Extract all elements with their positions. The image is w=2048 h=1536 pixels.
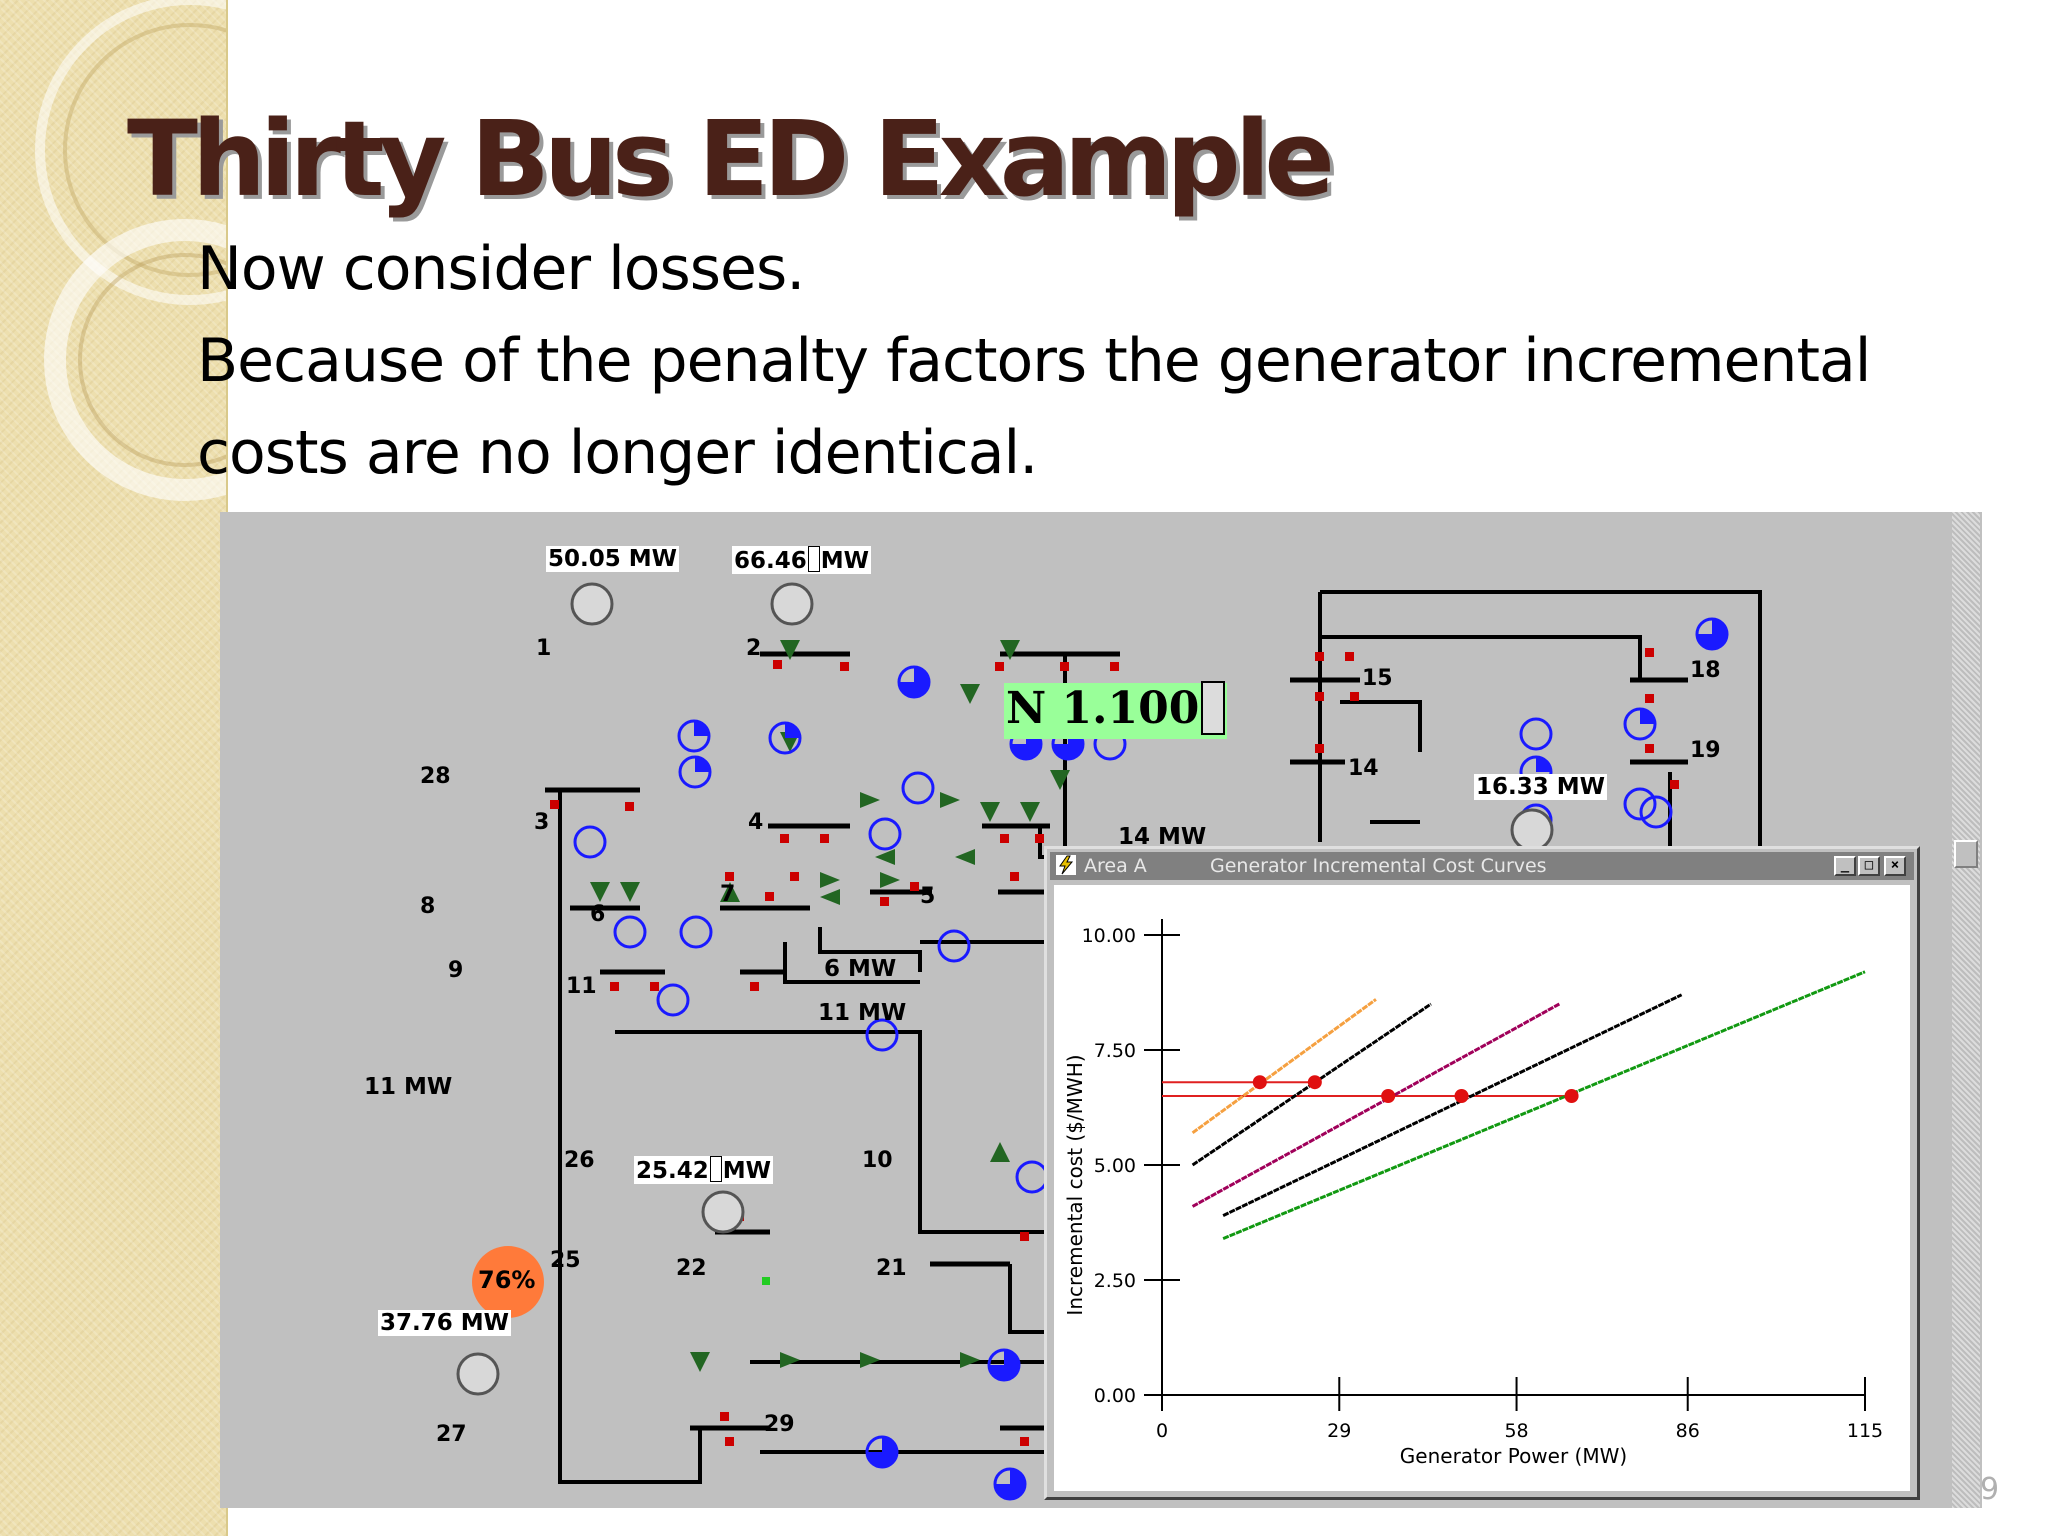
- y-tick-label: 10.00: [1082, 925, 1136, 947]
- cost-curves-window[interactable]: Area A Generator Incremental Cost Curves…: [1044, 846, 1920, 1500]
- series-line-5: [1222, 970, 1866, 1240]
- vertical-scrollbar[interactable]: [1952, 512, 1980, 1508]
- bus-number: 1: [536, 636, 552, 661]
- overload-circle: [472, 1246, 544, 1318]
- bus-number: 7: [720, 882, 736, 907]
- gen-label-bus22-unit: MW: [722, 1158, 772, 1184]
- x-tick-label: 0: [1156, 1420, 1168, 1442]
- window-title: Generator Incremental Cost Curves: [1210, 855, 1547, 877]
- operating-point-1: [1252, 1075, 1267, 1090]
- flow-label-1: 14 MW: [1118, 824, 1207, 850]
- x-tick-label: 58: [1504, 1420, 1528, 1442]
- gen-label-bus18: 16.33 MW: [1474, 774, 1608, 800]
- body-line-1: Now consider losses.: [197, 234, 805, 304]
- voltage-setpoint-value: N 1.100: [1006, 683, 1200, 734]
- incremental-cost-chart: 0.00 2.50 5.00 7.50 10.00 0 29 58 86 115Generator…: [1063, 919, 1883, 1468]
- voltage-setpoint[interactable]: N 1.100: [1004, 680, 1228, 739]
- slide-number: 9: [1980, 1472, 2000, 1507]
- bus-number: 18: [1690, 658, 1721, 683]
- gen-label-bus22-value: 25.42: [636, 1158, 709, 1184]
- series-line-1: [1191, 998, 1377, 1135]
- y-tick-label: 5.00: [1094, 1155, 1136, 1177]
- x-tick-label: 86: [1676, 1420, 1700, 1442]
- operating-point-2: [1307, 1075, 1322, 1090]
- y-tick-label: 2.50: [1094, 1270, 1136, 1292]
- bus-number: 2: [746, 636, 762, 661]
- bus-number: 10: [862, 1148, 893, 1173]
- flow-label-4: 11 MW: [364, 1074, 453, 1100]
- window-titlebar[interactable]: Area A Generator Incremental Cost Curves…: [1050, 852, 1914, 880]
- x-tick-label: 29: [1327, 1420, 1351, 1442]
- bus-number: 27: [436, 1422, 467, 1447]
- spinner-icon[interactable]: [807, 546, 820, 572]
- bus-number: 3: [534, 810, 550, 835]
- window-area-label: Area A: [1084, 855, 1147, 877]
- bus-number: 11: [566, 974, 597, 999]
- bus-number: 6: [590, 902, 606, 927]
- bus-number: 8: [420, 894, 436, 919]
- gen-label-bus22: 25.42 MW: [634, 1156, 774, 1184]
- status-led: [762, 1277, 770, 1285]
- bus-number: 28: [420, 764, 451, 789]
- bus-number: 15: [1362, 666, 1393, 691]
- series-line-4: [1222, 993, 1683, 1217]
- bus-number: 22: [676, 1256, 707, 1281]
- bus-number: 26: [564, 1148, 595, 1173]
- minimize-button[interactable]: _: [1834, 856, 1856, 876]
- gen-label-bus2-value: 66.46: [734, 548, 807, 574]
- bus-number: 21: [876, 1256, 907, 1281]
- spinner-icon[interactable]: [1201, 680, 1226, 735]
- operating-point-5: [1564, 1089, 1579, 1103]
- decorative-side-band: [0, 0, 226, 1536]
- bus-number: 29: [764, 1412, 795, 1437]
- gen-label-bus27: 37.76 MW: [378, 1310, 512, 1336]
- bus-number: 9: [448, 958, 464, 983]
- spinner-icon[interactable]: [709, 1156, 722, 1182]
- scrollbar-thumb[interactable]: [1954, 840, 1978, 868]
- bus-number: 19: [1690, 738, 1721, 763]
- maximize-button[interactable]: □: [1858, 856, 1880, 876]
- operating-point-3: [1381, 1089, 1396, 1103]
- gen-label-bus2: 66.46 MW: [732, 546, 872, 574]
- y-tick-label: 7.50: [1094, 1040, 1136, 1062]
- slide-title: Thirty Bus ED Example: [127, 98, 1335, 220]
- x-tick-label: 115: [1847, 1420, 1883, 1442]
- lightning-icon: [1056, 855, 1076, 875]
- bus-number: 14: [1348, 756, 1379, 781]
- close-button[interactable]: ×: [1884, 856, 1906, 876]
- y-tick-label: 0.00: [1094, 1385, 1136, 1407]
- gen-label-bus2-unit: MW: [820, 548, 870, 574]
- bus-number: 5: [920, 884, 936, 909]
- x-axis-label: Generator Power (MW): [1400, 1444, 1627, 1468]
- bus-number: 4: [748, 810, 764, 835]
- flow-label-2: 6 MW: [824, 956, 897, 982]
- body-line-2: Because of the penalty factors the gener…: [197, 326, 1871, 396]
- overload-percent: 76%: [478, 1266, 536, 1294]
- flow-label-3: 11 MW: [818, 1000, 907, 1026]
- body-line-3: costs are no longer identical.: [197, 418, 1038, 488]
- generator-symbols: [456, 582, 1554, 1396]
- bus-number: 25: [550, 1248, 581, 1273]
- operating-point-4: [1454, 1089, 1469, 1103]
- y-axis-label: Incremental cost ($/MWH): [1063, 1054, 1087, 1315]
- gen-label-bus1: 50.05 MW: [546, 546, 680, 572]
- decorative-swirl: [35, 0, 226, 501]
